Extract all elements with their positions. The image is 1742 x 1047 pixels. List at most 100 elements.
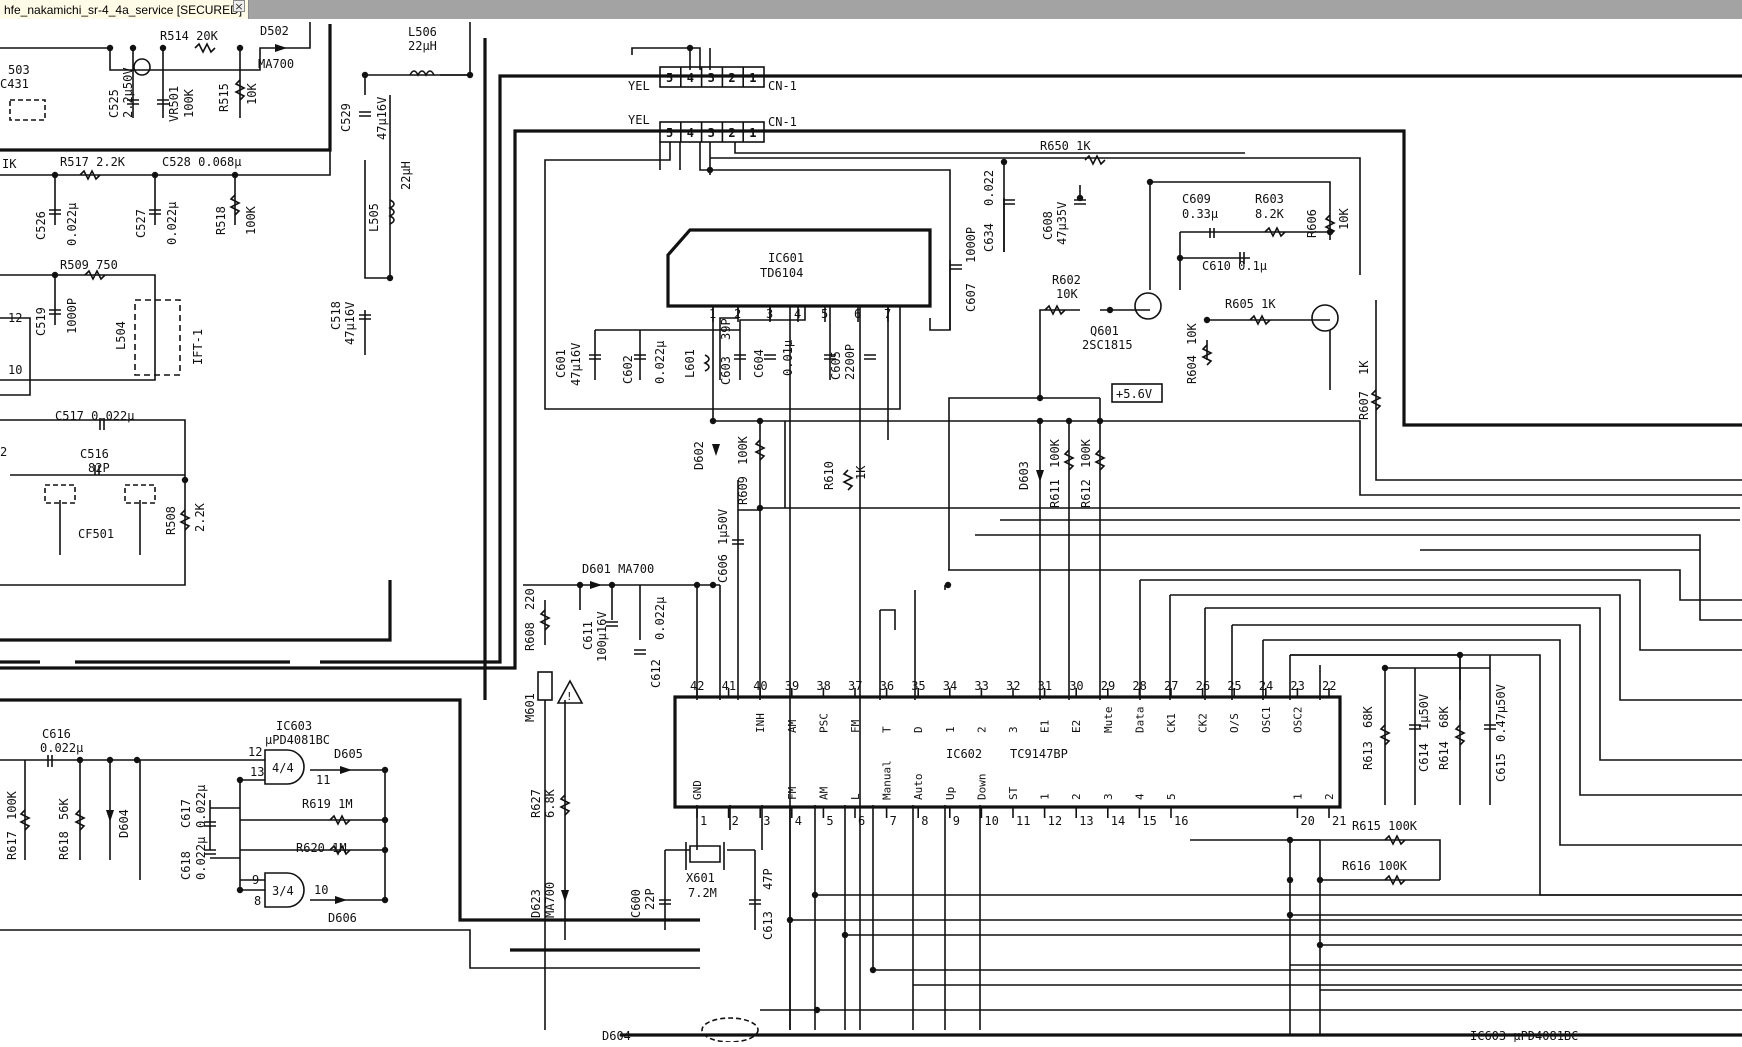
label-c518: C518 — [329, 301, 343, 330]
label-c613-val: 47P — [761, 868, 775, 890]
label-c611-val: 100µ16V — [595, 611, 609, 662]
label-c602: C602 — [621, 355, 635, 384]
label-c525: C525 — [107, 89, 121, 118]
label-c518-val: 47µ16V — [343, 302, 357, 345]
d502-symbol — [275, 44, 287, 52]
label-r607-val: 1K — [1357, 360, 1371, 375]
label-c601: C601 — [554, 349, 568, 378]
label-r606-val: 10K — [1337, 208, 1351, 230]
document-tab-title: hfe_nakamichi_sr-4_4a_service [SECURED] — [4, 2, 243, 17]
ic602-top-pin-36: 36 — [880, 679, 894, 693]
label-c612: C612 — [649, 659, 663, 688]
label-ik-left: IK — [2, 157, 17, 171]
cn1-pin-cn1b-4: 4 — [687, 126, 694, 140]
ic601-body — [666, 228, 932, 308]
label-r609-val: 100K — [736, 435, 750, 465]
c616-c617-c618-symbol — [47, 755, 216, 855]
ic602-bottom-pin-20: 20 — [1300, 814, 1314, 828]
label-cn1a: CN-1 — [768, 79, 797, 93]
ic602-bottom-pin-1: 1 — [700, 814, 707, 828]
ic602-bottom-pin-12: 12 — [1048, 814, 1062, 828]
cn1-lower — [659, 121, 765, 143]
label-c528: C528 0.068µ — [162, 155, 241, 169]
label-c606: C606 — [716, 554, 730, 583]
ic602-top-name-34: 1 — [944, 726, 957, 733]
ic602-bottom-pin-8: 8 — [921, 814, 928, 828]
label-r608: R608 — [523, 622, 537, 651]
label-g11: 11 — [316, 773, 330, 787]
ic602-bottom-pin-7: 7 — [890, 814, 897, 828]
label-c519: C519 — [34, 307, 48, 336]
label-g13: 13 — [250, 765, 264, 779]
label-r613-val: 68K — [1361, 706, 1375, 728]
frag-box — [9, 99, 46, 121]
label-c605: C605 — [829, 351, 843, 380]
ic602-body — [673, 695, 1342, 809]
ic602-top-name-39: AM — [786, 719, 799, 733]
ic602-bottom-pin-21: 21 — [1332, 814, 1346, 828]
thin-wires — [0, 22, 1742, 1035]
label-r611-val: 100K — [1048, 438, 1062, 468]
ic602-top-pin-39: 39 — [785, 679, 799, 693]
ic602-top-pin-35: 35 — [911, 679, 925, 693]
label-r619: R619 1M — [302, 797, 353, 811]
label-r627-val: 6.8K — [543, 788, 557, 818]
ic602-top-name-36: T — [881, 726, 894, 733]
ic602-top-name-40: INH — [754, 713, 767, 733]
ic602-bottom-name-6: L — [849, 793, 862, 800]
ic602-top-pin-41: 41 — [722, 679, 736, 693]
ic602-top-name-37: FM — [849, 719, 862, 733]
label-r515-val: 10K — [245, 83, 259, 105]
ic602-bottom-name-9: Up — [944, 787, 957, 800]
label-g10: 10 — [314, 883, 328, 897]
label-c617-val: 0.022µ — [194, 785, 208, 828]
label-c614: C614 — [1417, 743, 1431, 772]
label-r517: R517 2.2K — [60, 155, 126, 169]
cn1-pin-cn1a-4: 4 — [687, 71, 694, 85]
ic602-top-pin-32: 32 — [1006, 679, 1020, 693]
label-frag2: 2 — [0, 445, 7, 459]
ic601-caps-symbol — [589, 354, 876, 360]
cf501-symbol — [44, 484, 156, 504]
label-ic602-part: TC9147BP — [1010, 747, 1068, 761]
c519-symbol — [49, 309, 61, 315]
r614-symbol — [1454, 724, 1466, 746]
label-warn: ! — [566, 690, 573, 703]
label-c602-val: 0.022µ — [653, 341, 667, 384]
r602-symbol — [1044, 304, 1066, 316]
label-x601: X601 — [686, 871, 715, 885]
ic602-bottom-pin-15: 15 — [1142, 814, 1156, 828]
label-r615: R615 100K — [1352, 819, 1418, 833]
ic602-top-pin-22: 22 — [1322, 679, 1336, 693]
label-r604: R604 — [1185, 355, 1199, 384]
l506-symbol — [409, 70, 435, 77]
r609-symbol — [754, 439, 766, 461]
document-tab[interactable]: hfe_nakamichi_sr-4_4a_service [SECURED] — [0, 0, 250, 19]
label-d606: D606 — [328, 911, 357, 925]
label-c607-val: 1000P — [964, 227, 978, 263]
ic602-bottom-pin-5: 5 — [826, 814, 833, 828]
ic602-top-pin-29: 29 — [1101, 679, 1115, 693]
ic602-bottom-pin-13: 13 — [1079, 814, 1093, 828]
label-c529-val: 47µ16V — [375, 97, 389, 140]
c614-c615-symbol — [1409, 724, 1496, 730]
r603-symbol — [1264, 226, 1286, 238]
label-c609: C609 — [1182, 192, 1211, 206]
label-pin10: 10 — [8, 363, 22, 377]
gate-34-symbol — [264, 872, 305, 908]
r608-symbol — [539, 609, 551, 631]
l505-symbol — [388, 199, 395, 225]
ic602-bottom-pin-14: 14 — [1111, 814, 1125, 828]
label-c607: C607 — [964, 283, 978, 312]
label-q601-part: 2SC1815 — [1082, 338, 1133, 352]
ic602-bottom-name-21: 2 — [1323, 793, 1336, 800]
tab-close-icon[interactable]: × — [233, 0, 245, 13]
r620-symbol — [329, 844, 351, 856]
x601-symbol — [685, 842, 725, 870]
d606-symbol — [335, 896, 347, 904]
label-c526: C526 — [34, 211, 48, 240]
r627-symbol — [559, 794, 571, 816]
label-c608: C608 — [1041, 211, 1055, 240]
